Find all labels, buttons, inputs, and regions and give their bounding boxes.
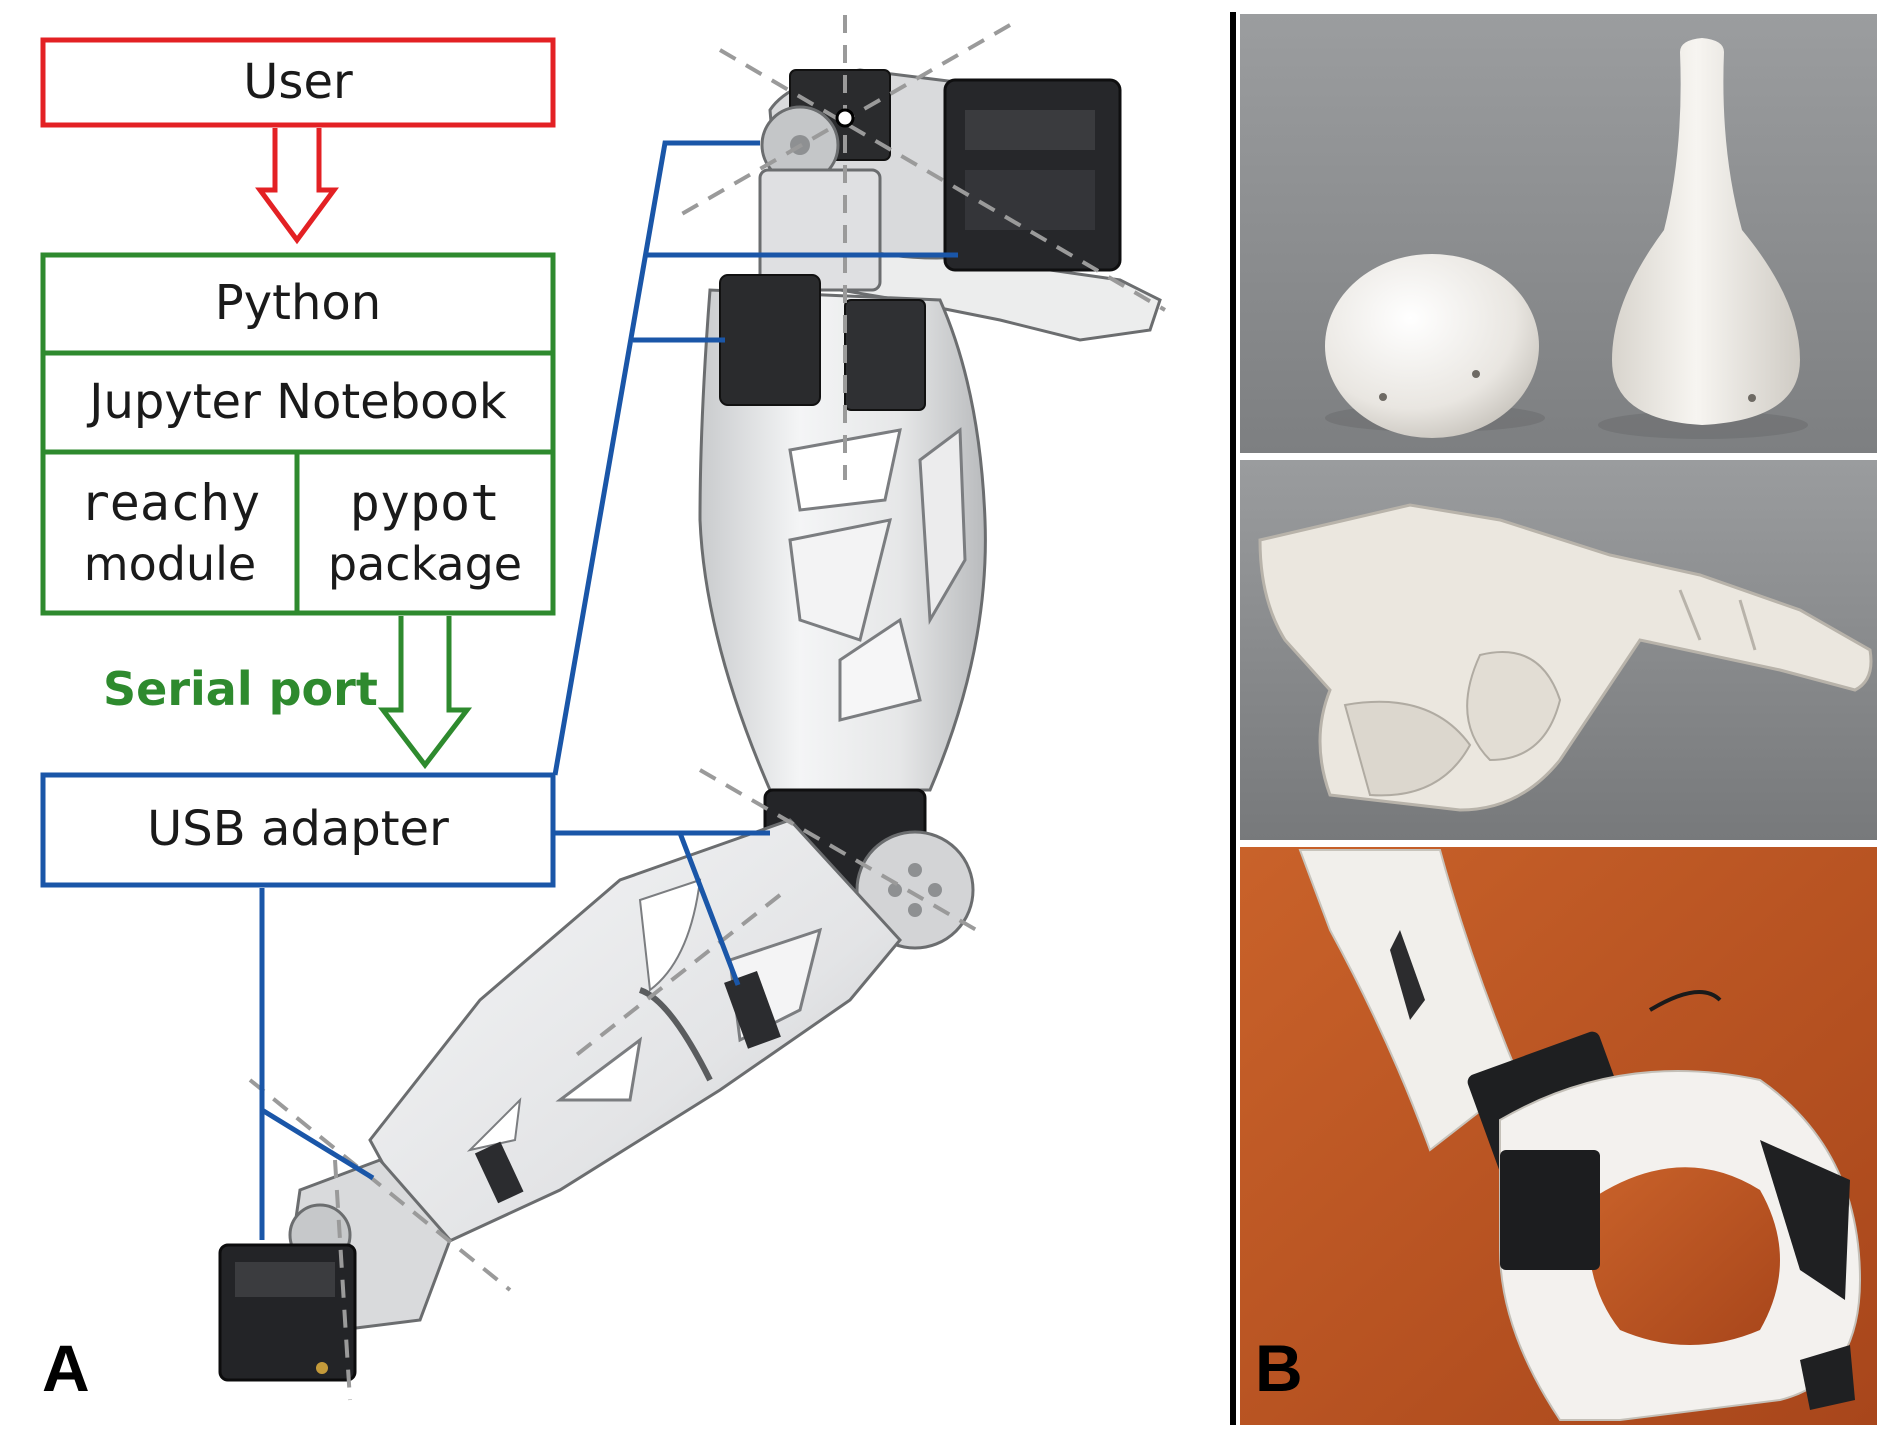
python-label: Python: [43, 255, 553, 353]
user-label: User: [43, 40, 553, 125]
hardware-connector-lines: [259, 140, 958, 1240]
module-text: module: [83, 537, 257, 592]
software-stack-box: [40, 252, 556, 616]
jupyter-notebook-label-text: Jupyter Notebook: [89, 373, 507, 430]
panel-b-letter: B: [1255, 1331, 1303, 1405]
user-box: [40, 37, 556, 128]
python-to-usb-arrow: [377, 616, 473, 770]
jupyter-notebook-label: Jupyter Notebook: [43, 353, 553, 452]
pypot-package-label: pypot package: [297, 452, 553, 613]
usb-adapter-label-text: USB adapter: [147, 801, 449, 858]
reachy-text: reachy: [79, 474, 261, 533]
robotic-arm-illustration: [218, 15, 1167, 1401]
pypot-text: pypot: [349, 474, 501, 533]
user-to-python-arrow: [255, 128, 339, 245]
usb-adapter-label: USB adapter: [43, 775, 553, 885]
panel-a-letter: A: [42, 1331, 90, 1405]
package-text: package: [327, 537, 523, 592]
serial-port-label: Serial port: [103, 662, 378, 716]
python-label-text: Python: [214, 275, 382, 332]
photo-ball-and-cone: [1240, 14, 1877, 453]
photo-gripper-on-table: [1240, 847, 1877, 1425]
photo-pointing-hand: [1240, 460, 1877, 840]
usb-adapter-box: [40, 772, 556, 888]
user-label-text: User: [243, 53, 353, 110]
reachy-module-label: reachy module: [43, 452, 297, 613]
